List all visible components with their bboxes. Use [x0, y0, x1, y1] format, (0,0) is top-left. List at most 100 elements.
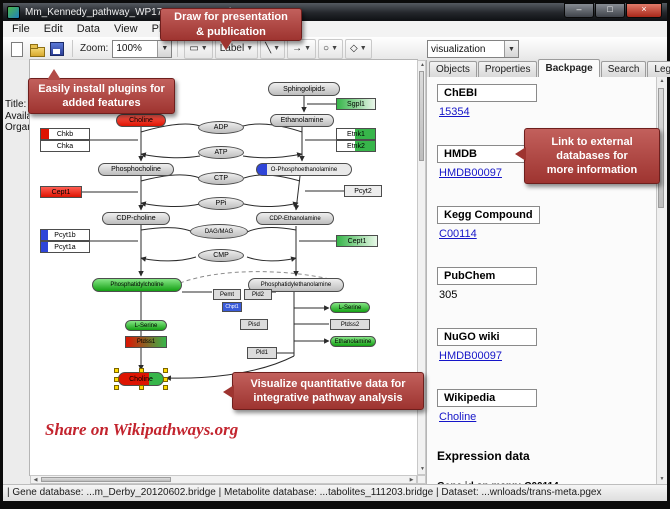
selection-handle[interactable] — [139, 368, 144, 373]
tab-legend[interactable]: Legend — [647, 61, 670, 77]
menu-file[interactable]: File — [12, 23, 30, 35]
scroll-down-icon[interactable]: ▼ — [420, 466, 425, 472]
maximize-button[interactable]: □ — [595, 3, 625, 18]
selection-handle[interactable] — [163, 368, 168, 373]
pathway-node-ethanolamine-right[interactable]: Ethanolamine — [330, 336, 376, 347]
canvas-vertical-scrollbar[interactable]: ▲ ▼ — [417, 60, 426, 475]
pathway-node-pcyt2[interactable]: Pcyt2 — [344, 185, 382, 197]
selection-handle[interactable] — [114, 385, 119, 390]
callout-text: Link to external databases for more info… — [546, 135, 638, 177]
pathway-node-phosphocholine[interactable]: Phosphocholine — [98, 163, 174, 176]
tab-properties[interactable]: Properties — [477, 61, 538, 77]
pathway-node-sgpl1[interactable]: Sgpl1 — [336, 98, 376, 110]
tab-objects[interactable]: Objects — [429, 61, 477, 77]
callout-install-plugins: Easily install plugins for added feature… — [28, 69, 175, 114]
pathway-node-etnk1[interactable]: Etnk1 — [336, 128, 376, 140]
pathway-node-choline-bottom[interactable]: Choline — [118, 372, 164, 386]
pathway-node-ppi[interactable]: PPi — [198, 197, 244, 210]
pathway-node-cdp-choline[interactable]: CDP-choline — [102, 212, 170, 225]
pathway-node-ctp[interactable]: CTP — [198, 172, 244, 185]
selection-handle[interactable] — [163, 377, 168, 382]
scroll-down-icon[interactable]: ▼ — [659, 476, 665, 482]
chevron-down-icon: ▼ — [200, 45, 208, 53]
pathway-node-choline-top[interactable]: Choline — [116, 114, 166, 127]
pathway-node-chka[interactable]: Chka — [40, 140, 90, 152]
pathway-node-ptdss1[interactable]: Ptdss1 — [125, 336, 167, 348]
template-tool[interactable]: ◇▼ — [345, 38, 372, 59]
pathway-node-dag-mag[interactable]: DAG/MAG — [190, 224, 248, 239]
pathway-node-pcyt1a[interactable]: Pcyt1a — [40, 241, 90, 253]
chevron-down-icon[interactable]: ▼ — [504, 41, 518, 57]
backpage-header-nugo-wiki: NuGO wiki — [437, 328, 537, 346]
pathway-node-phosphatidylethanolamine[interactable]: Phosphatidylethanolamine — [248, 278, 344, 292]
pathway-node-cept1-right[interactable]: Cept1 — [336, 235, 378, 247]
menu-data[interactable]: Data — [76, 23, 100, 35]
selection-handle[interactable] — [163, 385, 168, 390]
scroll-left-icon[interactable]: ◀ — [33, 477, 38, 483]
pathway-node-adp[interactable]: ADP — [198, 121, 244, 134]
toolbar-separator — [72, 40, 73, 57]
selection-handle[interactable] — [114, 377, 119, 382]
pathway-node-pemt[interactable]: Pemt — [213, 289, 241, 300]
minimize-button[interactable]: – — [564, 3, 594, 18]
zoom-combobox[interactable]: 100% ▼ — [112, 39, 173, 58]
tab-backpage[interactable]: Backpage — [538, 59, 600, 77]
pathway-node-l-serine-right[interactable]: L-Serine — [330, 302, 370, 313]
shape-tool[interactable]: ○▼ — [318, 38, 344, 59]
pathway-node-pld2[interactable]: Pld2 — [244, 289, 272, 300]
line-tool[interactable]: ╲▼ — [260, 38, 286, 59]
save-file-icon[interactable] — [49, 41, 65, 57]
pathway-node-chkb[interactable]: Chkb — [40, 128, 90, 140]
arrow-tool[interactable]: →▼ — [287, 38, 317, 59]
scrollbar-thumb[interactable] — [419, 71, 424, 161]
toolbar: Zoom: 100% ▼ ▭▼Label▼╲▼→▼○▼◇▼ visualizat… — [3, 37, 667, 61]
side-panel-tabs: ObjectsPropertiesBackpageSearchLegend — [427, 59, 670, 78]
pathway-node-o-phosphoethanolamine[interactable]: O-Phosphoethanolamine — [256, 163, 352, 176]
arrow-tool-icon: → — [292, 43, 303, 55]
pathway-node-cmp[interactable]: CMP — [198, 249, 244, 262]
pathway-node-etnk2[interactable]: Etnk2 — [336, 140, 376, 152]
new-file-icon[interactable] — [9, 41, 25, 57]
window-title: Mm_Kennedy_pathway_WP1771_45176.gpml — [25, 6, 232, 18]
scroll-right-icon[interactable]: ▶ — [409, 477, 414, 483]
menu-view[interactable]: View — [113, 23, 138, 35]
callout-draw-presentation: Draw for presentation & publication — [160, 8, 302, 50]
scroll-up-icon[interactable]: ▲ — [659, 78, 665, 84]
pathway-node-sphingolipids[interactable]: Sphingolipids — [268, 82, 340, 96]
tab-search[interactable]: Search — [600, 61, 647, 77]
pathway-node-pcyt1b[interactable]: Pcyt1b — [40, 229, 90, 241]
pathway-node-pld1[interactable]: Pld1 — [247, 347, 277, 359]
pathway-node-ethanolamine-top[interactable]: Ethanolamine — [270, 114, 334, 127]
selection-handle[interactable] — [139, 385, 144, 390]
pathway-node-pisd[interactable]: Pisd — [240, 319, 268, 330]
pathway-node-l-serine-left[interactable]: L-Serine — [125, 320, 167, 331]
backpage-link-hmdb00097[interactable]: HMDB00097 — [439, 350, 502, 362]
visualization-combobox[interactable]: visualization ▼ — [427, 40, 519, 58]
backpage-link-c00114[interactable]: C00114 — [439, 228, 477, 240]
pathway-node-chpt1[interactable]: Chpt1 — [222, 302, 242, 312]
backpage-header-pubchem: PubChem — [437, 267, 537, 285]
pathway-node-ptdss2[interactable]: Ptdss2 — [330, 319, 370, 330]
canvas-horizontal-scrollbar[interactable]: ◀ ▶ — [30, 475, 417, 484]
close-button[interactable]: × — [626, 3, 662, 18]
backpage-link-choline[interactable]: Choline — [439, 411, 477, 423]
pathway-node-cept1-left[interactable]: Cept1 — [40, 186, 82, 198]
scrollbar-thumb[interactable] — [41, 477, 171, 482]
open-file-icon[interactable] — [29, 41, 45, 57]
callout-pointer — [515, 147, 526, 161]
datanode-tool[interactable]: ▭▼ — [184, 38, 213, 59]
menu-edit[interactable]: Edit — [43, 23, 63, 35]
app-icon — [7, 5, 20, 19]
scroll-up-icon[interactable]: ▲ — [420, 62, 425, 68]
pathway-node-atp[interactable]: ATP — [198, 146, 244, 159]
chevron-down-icon[interactable]: ▼ — [157, 40, 172, 57]
pathway-edge — [165, 355, 295, 381]
backpage-link-hmdb00097[interactable]: HMDB00097 — [439, 167, 502, 179]
selection-handle[interactable] — [114, 368, 119, 373]
pathway-node-cdp-ethanolamine[interactable]: CDP-Ethanolamine — [256, 212, 334, 225]
pathway-node-phosphatidylcholine[interactable]: Phosphatidylcholine — [92, 278, 182, 292]
main-area: Title: Availab Organis SphingolipidsSgpl… — [3, 59, 670, 484]
backpage-link-15354[interactable]: 15354 — [439, 106, 470, 118]
